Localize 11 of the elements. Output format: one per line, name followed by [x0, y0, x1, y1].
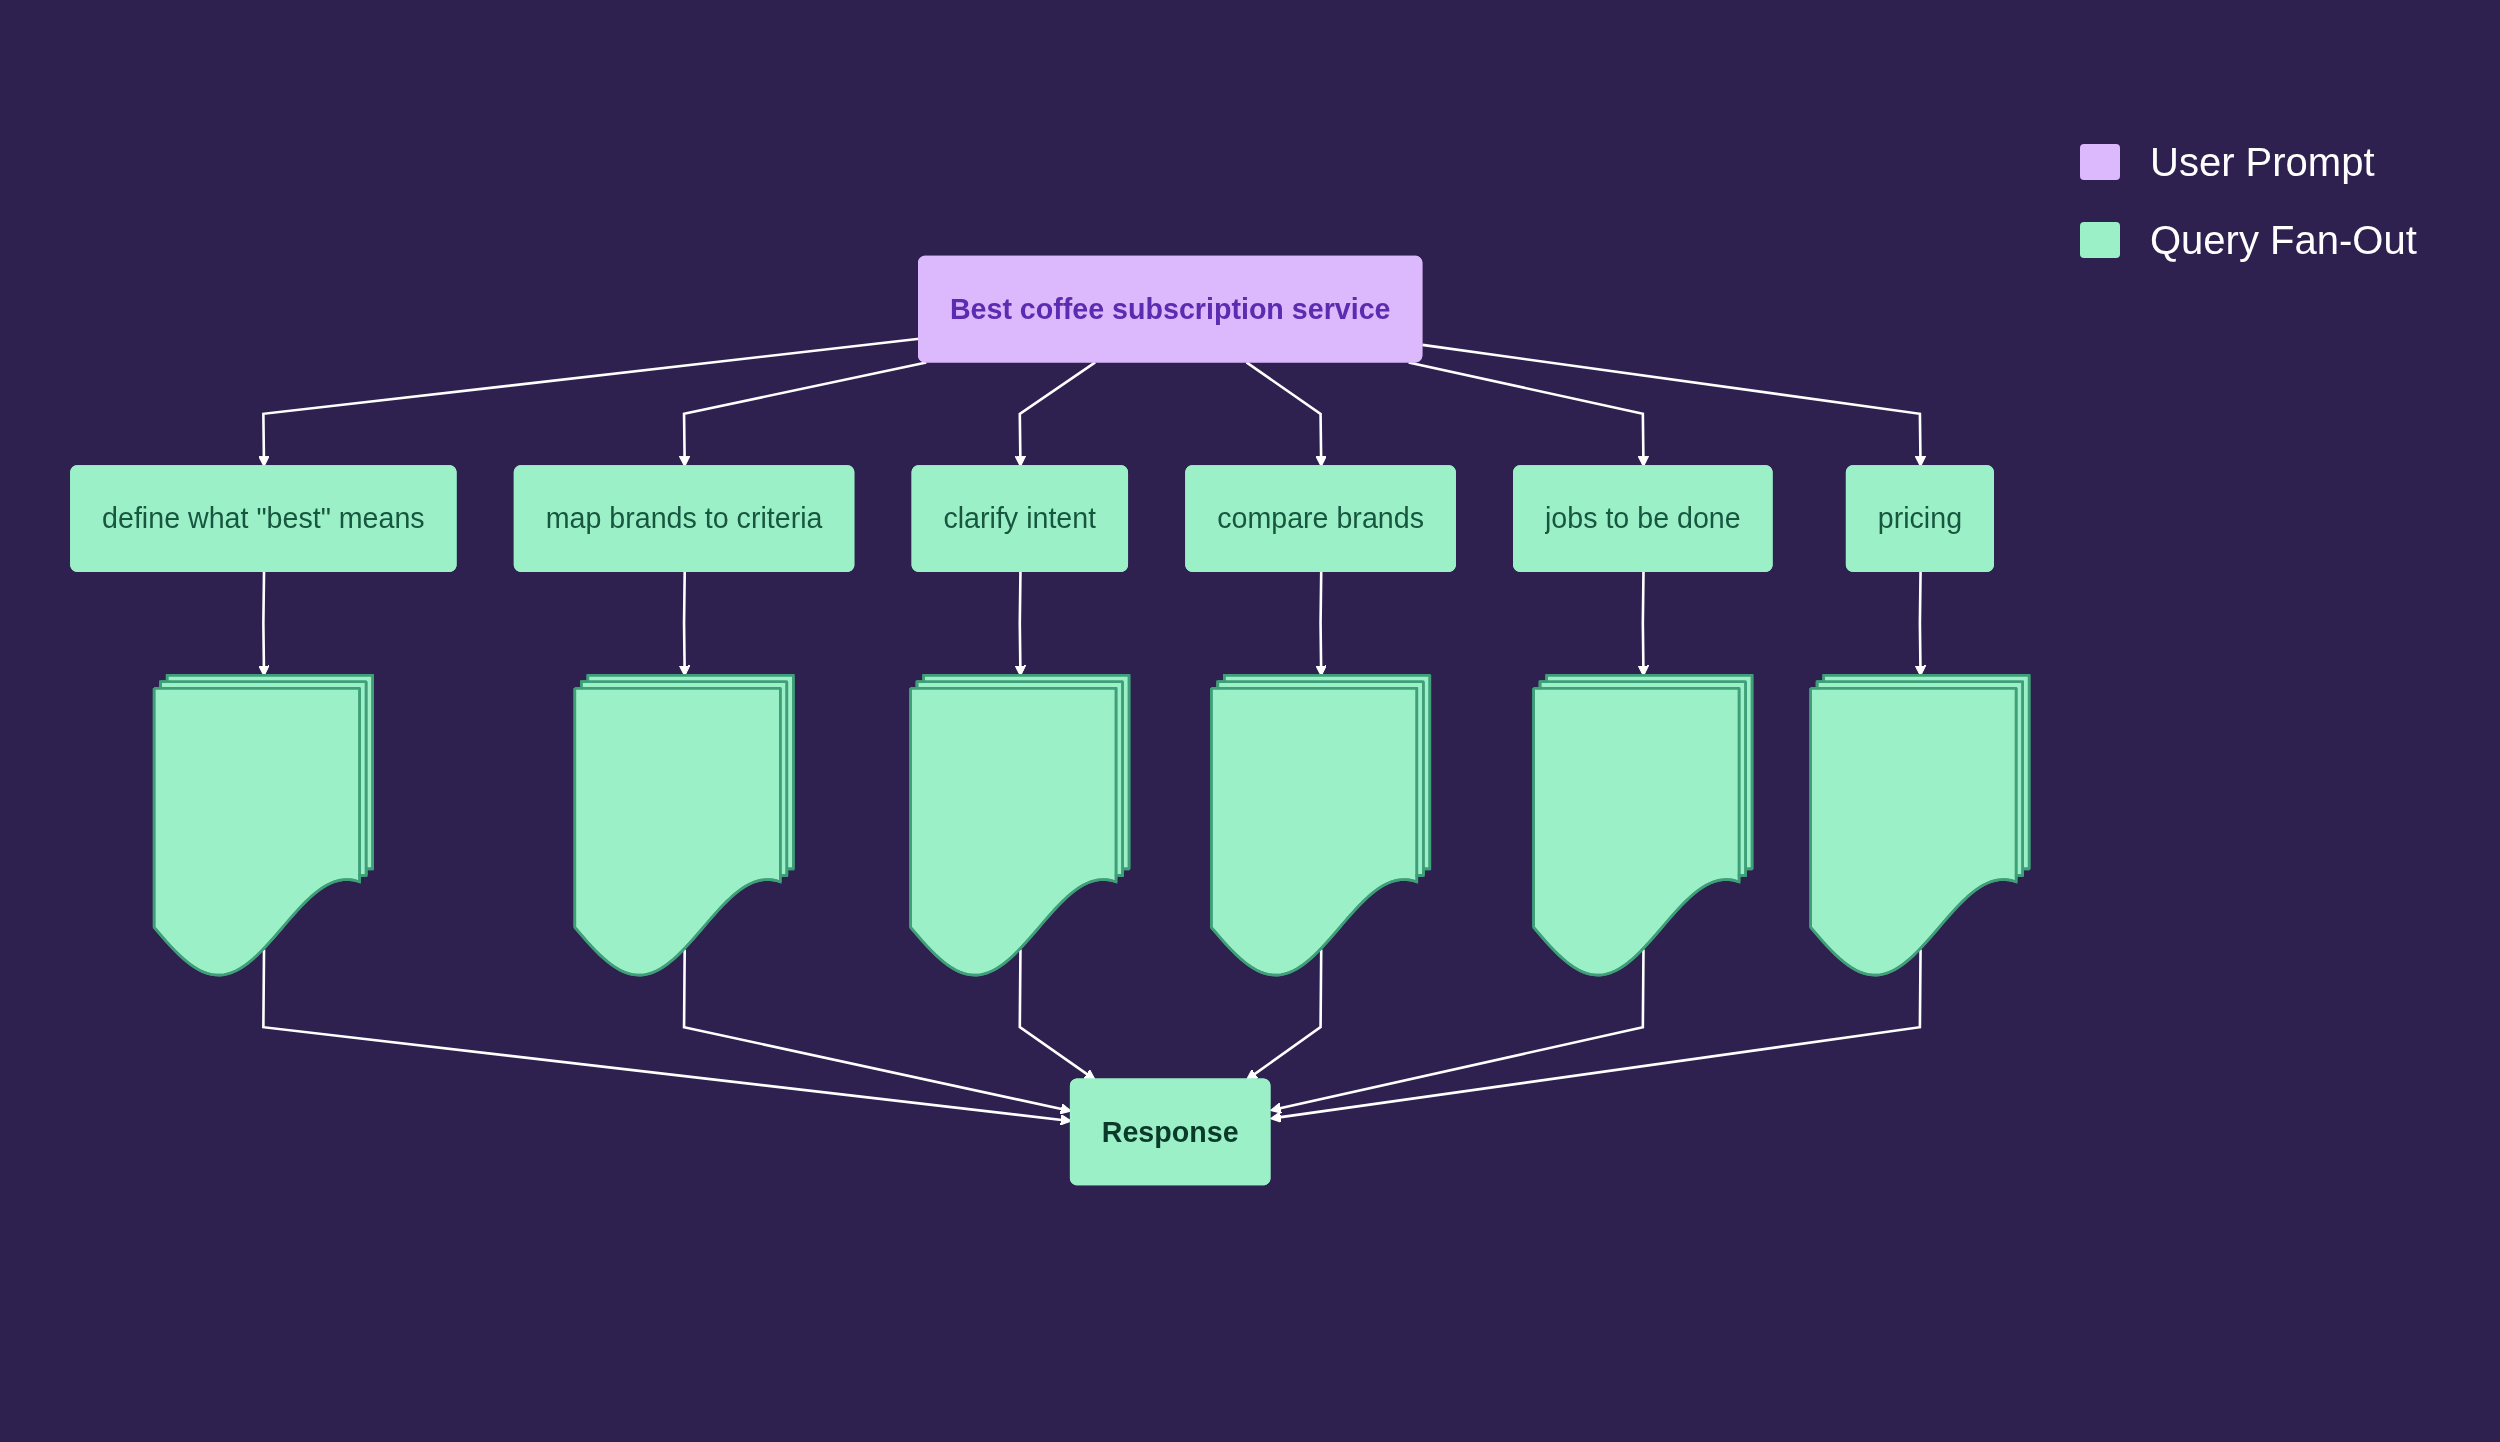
arrow: [1018, 949, 1096, 1080]
arrow: [1408, 360, 1650, 467]
arrow: [1422, 343, 1927, 467]
arrow: [1245, 360, 1327, 467]
arrow: [1269, 949, 1922, 1123]
arrow: [1014, 360, 1096, 467]
arrow: [1245, 949, 1323, 1080]
arrow: [1269, 949, 1645, 1114]
legend-label: User Prompt: [2150, 140, 2375, 184]
arrow: [678, 360, 927, 467]
legend-label: Query Fan-Out: [2150, 218, 2417, 262]
